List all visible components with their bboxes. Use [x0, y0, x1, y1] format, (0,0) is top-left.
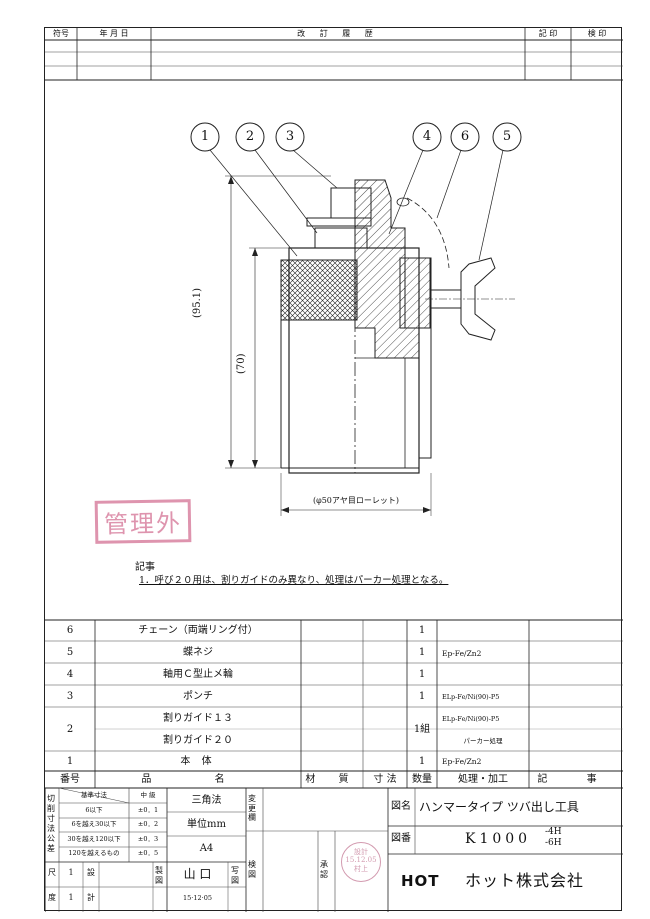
part-no: 5 — [66, 647, 74, 658]
parts-header-qty: 数量 — [412, 774, 432, 785]
tolerance-header-base: 基準寸法 — [81, 791, 107, 799]
seal-line-2: 15.12.05 — [345, 856, 377, 865]
part-no: 1 — [66, 756, 74, 767]
copy-label: 写図 — [231, 866, 239, 885]
tolerance-value: ±0．2 — [137, 820, 159, 828]
degree-label: 度 — [48, 893, 56, 902]
scale-label: 尺 — [48, 868, 56, 877]
dim-body-height: (70) — [236, 353, 247, 374]
part-name: 本 体 — [180, 756, 216, 767]
seal-line-3: 村上 — [354, 864, 368, 873]
title-label: 図名 — [391, 801, 411, 812]
drawing-no: K1000 — [465, 831, 532, 847]
tolerance-range: 120を越えるもの — [68, 849, 120, 857]
part-qty: 1 — [418, 691, 426, 702]
drawing-no-suffix-1: -4H — [545, 827, 562, 837]
callout-4: 4 — [422, 129, 432, 144]
part-no: 2 — [66, 724, 74, 735]
rev-header-date: 年 月 日 — [99, 29, 129, 38]
projection-method: 三角法 — [191, 795, 222, 806]
parts-header-dims: 寸 法 — [373, 774, 397, 785]
drawing-no-suffix-2: -6H — [545, 838, 562, 848]
callout-5: 5 — [502, 129, 512, 144]
assembly-drawing — [190, 122, 522, 516]
tolerance-header-grade: 中 級 — [140, 791, 156, 799]
part-name: 蝶ネジ — [183, 647, 213, 658]
rev-header-symbol: 符号 — [53, 29, 69, 38]
approve-label: 承認 — [320, 860, 328, 879]
callout-6: 6 — [460, 129, 470, 144]
approval-seal: 設計 15.12.05 村上 — [341, 842, 381, 882]
part-no: 4 — [66, 669, 74, 680]
part-name: チェーン（両端リング付） — [138, 625, 258, 636]
paper-size: A4 — [199, 843, 214, 854]
drafter-label: 製図 — [155, 866, 163, 885]
parts-header-remarks: 記 事 — [537, 774, 615, 785]
callout-3: 3 — [285, 129, 295, 144]
part-qty: 1 — [418, 669, 426, 680]
change-label: 変更欄 — [248, 794, 256, 823]
part-name: ポンチ — [183, 691, 213, 702]
drawing-sheet: 符号 年 月 日 改 訂 履 歴 記 印 検 印 — [44, 27, 623, 912]
company-logo: HOT — [401, 872, 440, 890]
part-qty: 1 — [418, 647, 426, 658]
scale-value: 1 — [68, 868, 74, 877]
company-name: ホット株式会社 — [465, 871, 585, 890]
note-text: 1．呼び２０用は、割りガイドのみ異なり、処理はパーカー処理となる。 — [139, 575, 449, 586]
part-name: 割りガイド１３ — [163, 713, 233, 724]
rev-header-seal: 記 印 — [538, 29, 558, 38]
design-label: 設 — [87, 868, 95, 877]
degree-value: 1 — [68, 893, 74, 902]
callout-2: 2 — [245, 129, 255, 144]
seal-line-1: 設計 — [354, 848, 368, 856]
part-name-alt: 割りガイド２０ — [163, 735, 233, 746]
part-treatment: ELp-Fe/Ni(90)-P5 — [442, 715, 500, 723]
part-name: 軸用Ｃ型止メ輪 — [163, 669, 233, 680]
drafter-date: 15·12·05 — [183, 894, 212, 902]
dim-diameter: (φ50アヤ目ローレット) — [312, 496, 400, 505]
part-treatment: Ep-Fe/Zn2 — [442, 649, 482, 658]
tolerance-value: ±0．1 — [137, 806, 159, 814]
callout-1: 1 — [200, 129, 210, 144]
tolerance-range: 30を越え120以下 — [67, 835, 121, 843]
parts-header-material: 材 質 — [305, 774, 359, 785]
tolerance-range: 6以下 — [85, 806, 103, 814]
part-treatment: Ep-Fe/Zn2 — [442, 757, 482, 766]
parts-header-name: 品 名 — [141, 774, 255, 785]
drawing-title: ハンマータイプ ツバ出し工具 — [419, 800, 579, 814]
part-qty: 1 — [418, 756, 426, 767]
drawing-no-label: 図番 — [391, 833, 411, 844]
tolerance-label: 切削寸法公差 — [47, 794, 55, 853]
parts-header-treatment: 処理・加工 — [458, 774, 508, 785]
tolerance-value: ±0．5 — [137, 849, 159, 857]
part-qty: 1 — [418, 625, 426, 636]
part-qty: 1組 — [413, 724, 431, 735]
unit-label: 単位mm — [187, 819, 226, 830]
part-treatment-alt: パーカー処理 — [463, 737, 503, 745]
rev-header-history: 改 訂 履 歴 — [297, 29, 379, 38]
note-title: 記事 — [135, 562, 155, 573]
dim-overall-height: (95.1) — [192, 287, 203, 318]
part-no: 6 — [66, 625, 74, 636]
tolerance-range: 6を越え30以下 — [71, 820, 117, 828]
part-no: 3 — [66, 691, 74, 702]
design-label-2: 計 — [87, 893, 95, 902]
tolerance-value: ±0．3 — [137, 835, 159, 843]
check-label: 検図 — [248, 860, 256, 879]
rev-header-check: 検 印 — [587, 29, 607, 38]
frame-lines — [45, 28, 623, 912]
part-treatment: ELp-Fe/Ni(90)-P5 — [442, 693, 500, 701]
control-stamp: 管理外 — [94, 499, 192, 544]
parts-header-no: 番号 — [60, 774, 80, 785]
drafter-name: 山 口 — [183, 867, 212, 881]
